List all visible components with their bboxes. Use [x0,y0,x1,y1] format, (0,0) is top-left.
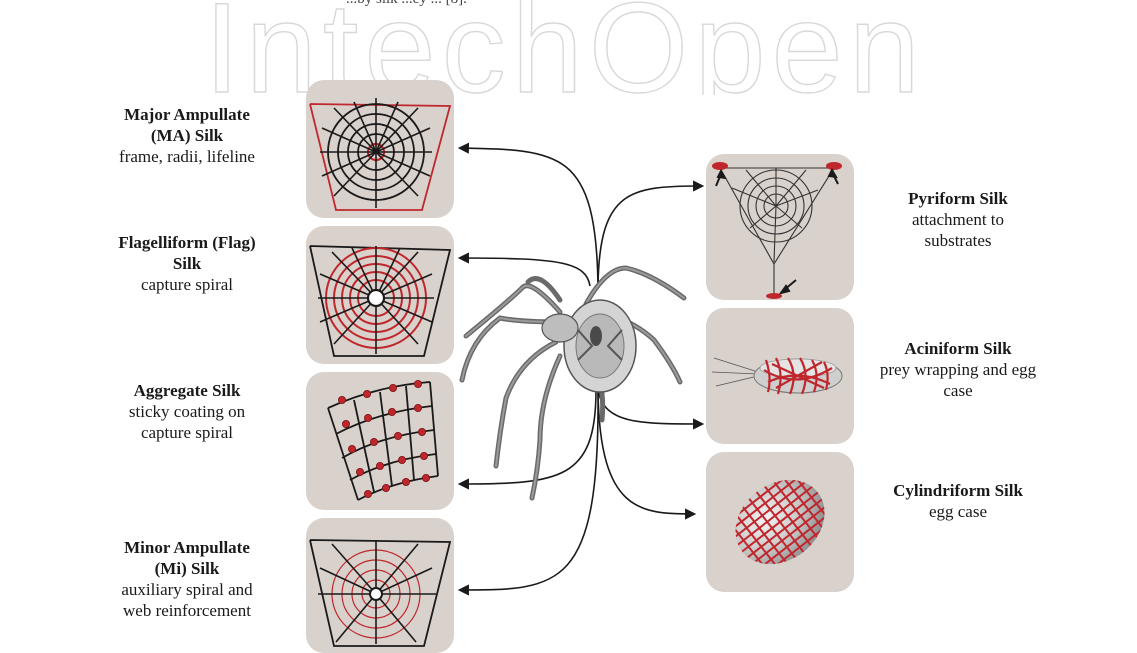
panel-pyriform-web [706,154,854,300]
label-flagelliform: Flagelliform (Flag) Silk capture spiral [92,232,282,295]
web-icon [306,372,454,510]
panel-aciniform-wrap [706,308,854,444]
label-major-ampullate: Major Ampullate (MA) Silk frame, radii, … [92,104,282,167]
panel-minor-ampullate-web [306,518,454,653]
web-icon [306,80,454,218]
panel-flagelliform-web [306,226,454,364]
web-icon [706,154,854,300]
label-pyriform: Pyriform Silk attachment to substrates [858,188,1058,251]
watermark-text: IntechOpen [204,0,926,95]
spider-illustration [462,268,684,498]
web-icon [306,518,454,653]
label-cylindriform: Cylindriform Silk egg case [858,480,1058,522]
arrow-to-pyriform [598,186,702,284]
label-minor-ampullate: Minor Ampullate (Mi) Silk auxiliary spir… [92,537,282,621]
arrow-to-aggregate [460,390,596,484]
panel-cylindriform-egg [706,452,854,592]
egg-case-icon [706,452,854,592]
label-aggregate: Aggregate Silk sticky coating on capture… [92,380,282,443]
panel-aggregate-web [306,372,454,510]
panel-major-ampullate-web [306,80,454,218]
web-icon [306,226,454,364]
label-aciniform: Aciniform Silk prey wrapping and egg cas… [848,338,1068,401]
watermark: IntechOpen [0,0,1137,95]
arrow-to-flagelliform [460,258,590,286]
arrow-to-cylindriform [598,392,694,514]
arrow-to-aciniform [598,390,702,424]
arrow-to-minor-ampullate [460,390,598,590]
moth-wrapped-icon [706,308,854,444]
arrow-to-major-ampullate [460,148,598,286]
